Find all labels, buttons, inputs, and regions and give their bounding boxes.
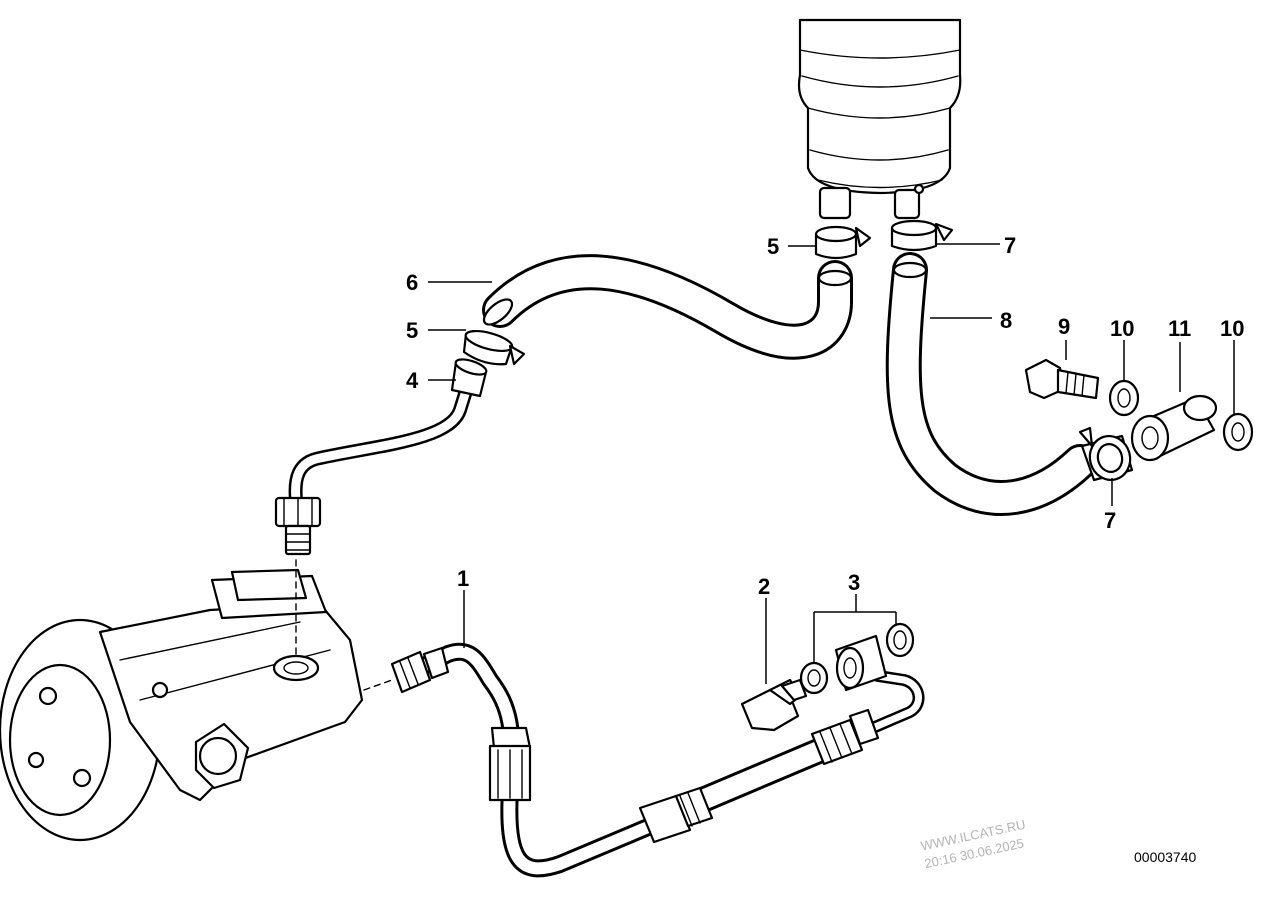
hose-clamp-7-lower [1078,426,1134,482]
callout-6: 6 [406,270,418,295]
return-pipe-4 [274,358,488,556]
banjo-bolt-9 [1024,358,1100,400]
diagram-number: 00003740 [1134,849,1197,865]
callout-8: 8 [1000,308,1012,333]
hose-clamp-5-upper [814,225,872,260]
callout-10: 10 [1110,316,1134,341]
callout-10: 10 [1220,316,1244,341]
banjo-bolt-2 [740,678,808,732]
pressure-hose-1 [390,642,925,878]
callout-4: 4 [406,368,419,393]
hose-clamp-7-upper [890,219,954,252]
watermark: WWW.ILCATS.RU 20:16 30.06.2025 [919,817,1026,871]
callout-11: 11 [1168,316,1191,341]
banjo-fitting-11 [1130,394,1218,462]
hose-8 [885,252,1098,516]
callout-9: 9 [1058,314,1070,339]
leader-lines [428,243,1235,684]
sealing-washers-3 [799,622,915,695]
hose-6 [482,254,853,360]
callout-7: 7 [1004,233,1016,258]
fluid-reservoir [797,18,962,220]
hose-clamp-5-lower [462,329,526,366]
callout-7: 7 [1104,508,1116,533]
sealing-washer-10-left [1108,379,1140,417]
callout-1: 1 [457,566,469,591]
callout-3: 3 [848,570,860,595]
sealing-washer-10-right [1222,412,1254,452]
callout-5: 5 [767,234,779,259]
callout-5: 5 [406,318,418,343]
power-steering-pump [0,559,393,842]
callouts: 1 2 3 4 5 5 6 7 7 8 9 10 11 10 [406,233,1244,599]
callout-2: 2 [758,574,770,599]
